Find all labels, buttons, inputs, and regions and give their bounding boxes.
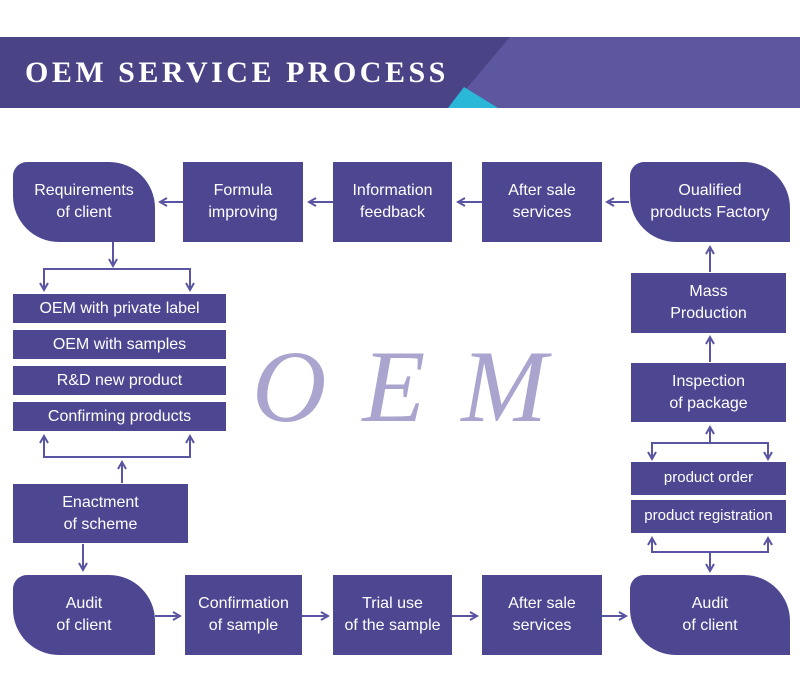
flow-box-product-order: product order (631, 462, 786, 495)
flow-box-formula-improving: Formula improving (183, 162, 303, 242)
flow-box-after-sale-services-top: After sale services (482, 162, 602, 242)
oem-watermark: OEM (252, 330, 584, 444)
flow-box-oem-with-private-label: OEM with private label (13, 294, 226, 323)
flow-box-inspection-of-package: Inspection of package (631, 363, 786, 422)
flow-box-requirements-of-client: Requirements of client (13, 162, 155, 242)
flow-box-qualified-products-factory: Oualified products Factory (630, 162, 790, 242)
flow-box-audit-of-client-right: Audit of client (630, 575, 790, 655)
flow-box-information-feedback: Information feedback (333, 162, 452, 242)
flow-box-confirming-products: Confirming products (13, 402, 226, 431)
flow-box-rd-new-product: R&D new product (13, 366, 226, 395)
flow-box-audit-of-client-left: Audit of client (13, 575, 155, 655)
flow-box-trial-use-of-sample: Trial use of the sample (333, 575, 452, 655)
flow-box-oem-with-samples: OEM with samples (13, 330, 226, 359)
banner-light-diagonal (450, 37, 800, 108)
page-title: OEM SERVICE PROCESS (25, 55, 449, 89)
flow-box-confirmation-of-sample: Confirmation of sample (185, 575, 302, 655)
flow-box-mass-production: Mass Production (631, 273, 786, 333)
flow-box-product-registration: product registration (631, 500, 786, 533)
header-banner: OEM SERVICE PROCESS (0, 37, 800, 108)
flow-box-enactment-of-scheme: Enactment of scheme (13, 484, 188, 543)
flow-box-after-sale-services-bottom: After sale services (482, 575, 602, 655)
